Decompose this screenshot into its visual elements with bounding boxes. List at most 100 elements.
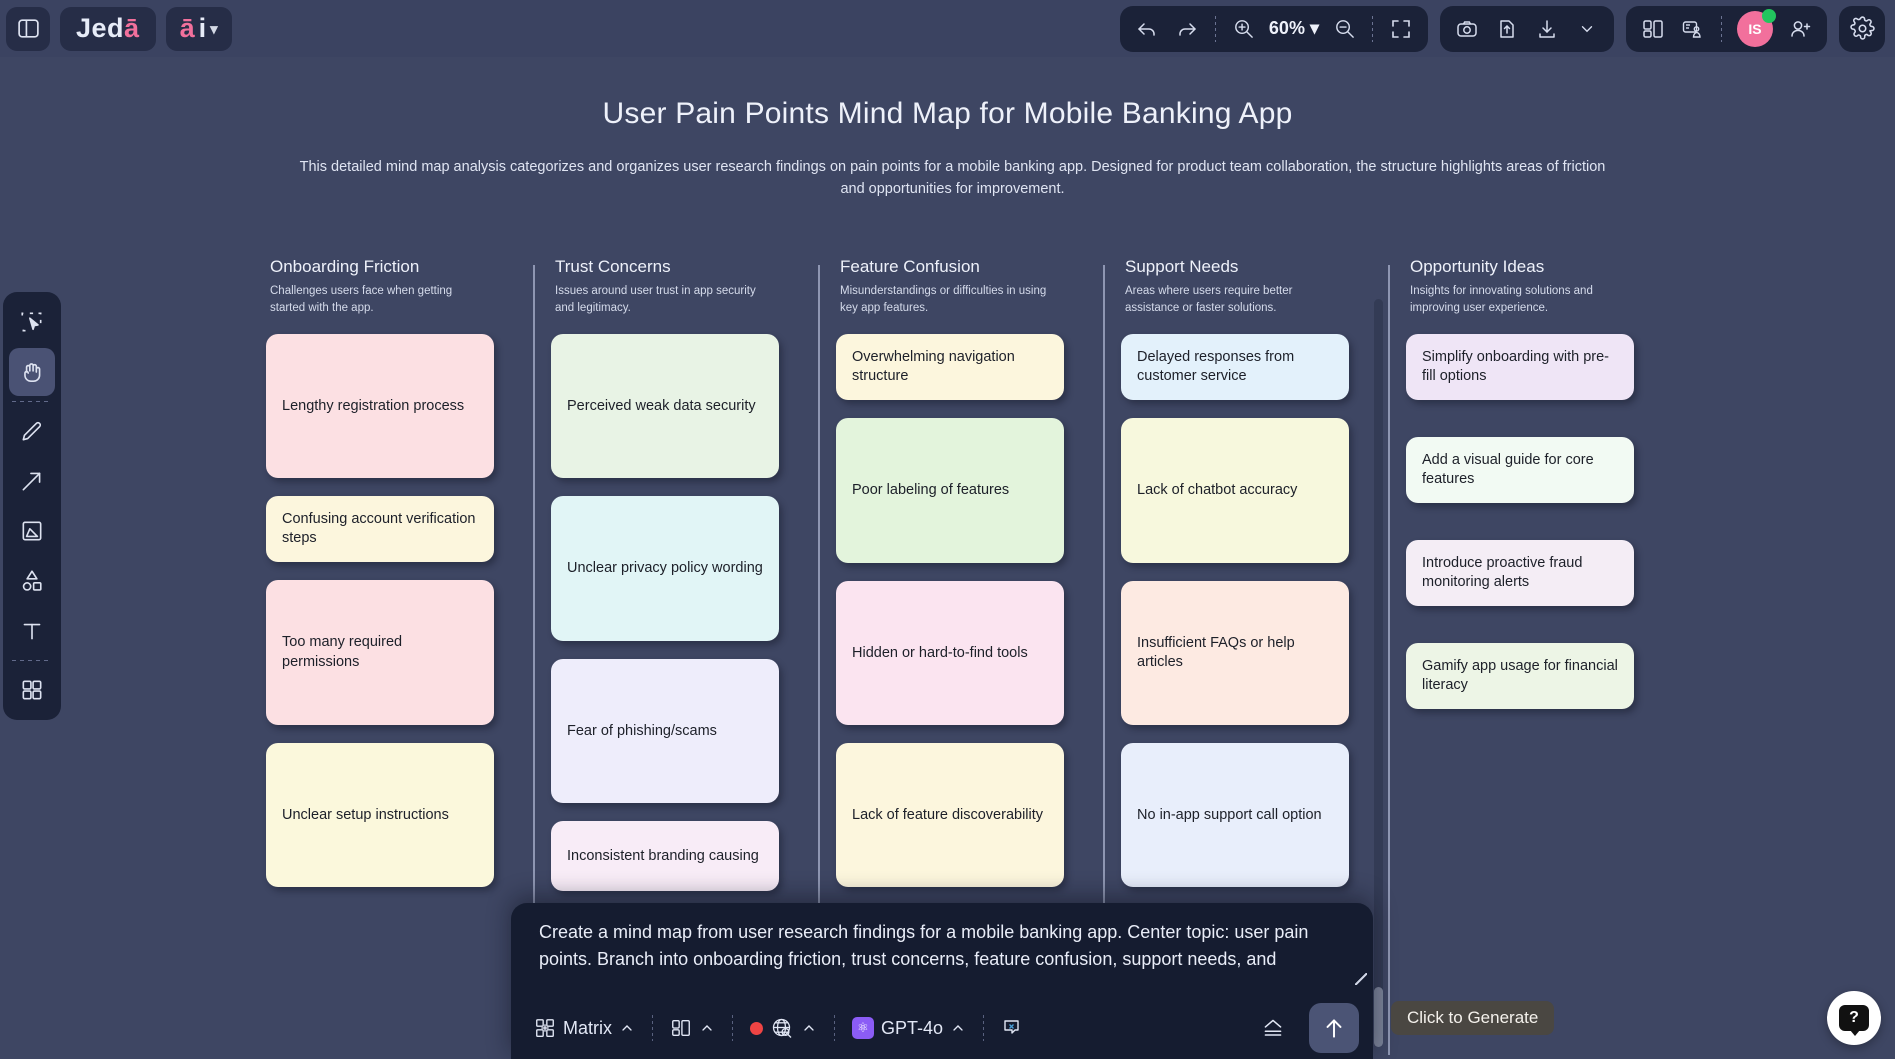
text-tool[interactable] (9, 607, 55, 655)
mindmap-card[interactable]: Lack of chatbot accuracy (1121, 418, 1349, 564)
undo-button[interactable] (1128, 10, 1166, 48)
chevron-down-icon: ▾ (210, 20, 218, 38)
mindmap-card[interactable]: Confusing account verification steps (266, 496, 494, 563)
divider (1721, 15, 1722, 42)
chevron-up-icon (804, 1025, 814, 1031)
column-cards: Simplify onboarding with pre-fill option… (1406, 334, 1691, 710)
prompt-toolbar: Matrix (511, 997, 1373, 1059)
collab-group: IS (1626, 5, 1827, 52)
avatar[interactable]: IS (1731, 8, 1779, 48)
mindmap-card[interactable]: Gamify app usage for financial literacy (1406, 643, 1634, 710)
divider (732, 1015, 733, 1041)
mindmap-card[interactable]: Overwhelming navigation structure (836, 334, 1064, 401)
apps-tool[interactable] (9, 666, 55, 714)
mindmap-card[interactable]: Perceived weak data security (551, 334, 779, 479)
column-divider (1388, 265, 1390, 1055)
resize-handle[interactable] (1355, 973, 1367, 985)
mindmap-card[interactable]: Introduce proactive fraud monitoring ale… (1406, 540, 1634, 607)
column-subtitle: Challenges users face when getting start… (270, 285, 453, 314)
online-status-dot (1762, 8, 1776, 23)
download-icon[interactable] (1528, 10, 1566, 48)
zoom-in-button[interactable] (1225, 10, 1263, 48)
layout-select-button[interactable] (661, 1011, 724, 1045)
avatar-initials: IS (1748, 20, 1762, 37)
mindmap-card[interactable]: Too many required permissions (266, 580, 494, 726)
select-tool[interactable] (9, 298, 55, 346)
chevron-up-icon (953, 1025, 963, 1031)
column-subtitle: Issues around user trust in app security… (555, 285, 756, 314)
chevron-down-icon: ▾ (1309, 18, 1319, 38)
send-button[interactable] (1309, 1003, 1359, 1053)
column-title: Feature Confusion (840, 257, 980, 276)
camera-icon[interactable] (1448, 10, 1486, 48)
mindmap-card[interactable]: Poor labeling of features (836, 418, 1064, 564)
mindmap-card[interactable]: Fear of phishing/scams (551, 659, 779, 804)
mindmap-card[interactable]: Insufficient FAQs or help articles (1121, 581, 1349, 726)
column-title: Support Needs (1125, 257, 1239, 276)
upload-icon[interactable] (1488, 10, 1526, 48)
fit-to-screen-button[interactable] (1382, 10, 1420, 48)
stack-button[interactable] (1251, 1009, 1295, 1047)
present-icon[interactable] (1674, 10, 1712, 48)
mindmap-card[interactable]: Lack of feature discoverability (836, 743, 1064, 888)
image-tool[interactable] (9, 507, 55, 555)
mindmap-card[interactable]: Delayed responses from customer service (1121, 334, 1349, 401)
pencil-tool[interactable] (9, 407, 55, 455)
canvas-scrollbar-track[interactable] (1374, 299, 1383, 1039)
canvas-scrollbar-thumb[interactable] (1374, 987, 1383, 1047)
settings-button[interactable] (1839, 5, 1885, 52)
model-label: GPT-4o (881, 1017, 944, 1038)
chevron-up-icon (702, 1025, 712, 1031)
model-select-button[interactable]: ⚛ GPT-4o (843, 1011, 975, 1045)
web-search-button[interactable] (741, 1010, 826, 1046)
record-dot-icon (750, 1021, 763, 1035)
redo-button[interactable] (1168, 10, 1206, 48)
arrow-tool[interactable] (9, 457, 55, 505)
invite-user-icon[interactable] (1781, 10, 1819, 48)
mindmap-card[interactable]: Simplify onboarding with pre-fill option… (1406, 334, 1634, 401)
mindmap-card[interactable]: Inconsistent branding causing (551, 821, 779, 892)
column-divider (533, 265, 535, 1055)
mindmap-card[interactable]: Unclear setup instructions (266, 743, 494, 888)
ai-accent-char: ā (179, 13, 195, 43)
mindmap-card[interactable]: Add a visual guide for core features (1406, 437, 1634, 504)
brand-text: Jed (76, 13, 125, 43)
help-glyph: ? (1849, 1009, 1859, 1026)
shapes-tool[interactable] (9, 557, 55, 605)
mindmap-card[interactable]: Hidden or hard-to-find tools (836, 581, 1064, 726)
divider (834, 1015, 835, 1041)
prompt-input[interactable]: Create a mind map from user research fin… (539, 922, 1309, 970)
mindmap-card[interactable]: Unclear privacy policy wording (551, 496, 779, 642)
mindmap-card[interactable]: No in-app support call option (1121, 743, 1349, 888)
sidebar-toggle-button[interactable] (6, 6, 50, 51)
page-title: User Pain Points Mind Map for Mobile Ban… (602, 97, 1293, 130)
matrix-label: Matrix (563, 1017, 612, 1038)
help-button[interactable]: ? (1827, 991, 1881, 1045)
clear-chat-button[interactable] (992, 1010, 1034, 1046)
column-subtitle: Areas where users require better assista… (1125, 285, 1293, 314)
help-icon: ? (1839, 1005, 1869, 1036)
chevron-up-icon (622, 1025, 632, 1031)
mindmap-card[interactable]: Lengthy registration process (266, 334, 494, 479)
zoom-level-value: 60% (1268, 18, 1305, 38)
matrix-mode-button[interactable]: Matrix (525, 1011, 644, 1045)
layout-icon[interactable] (1634, 10, 1672, 48)
ai-label: i (198, 13, 207, 43)
divider (652, 1015, 653, 1041)
zoom-out-button[interactable] (1325, 10, 1363, 48)
canvas[interactable]: User Pain Points Mind Map for Mobile Ban… (0, 57, 1895, 1059)
chevron-down-icon[interactable] (1568, 10, 1606, 48)
zoom-level-select[interactable]: 60% ▾ (1265, 18, 1323, 39)
prompt-panel: Create a mind map from user research fin… (511, 903, 1373, 1059)
hand-tool[interactable] (9, 348, 55, 396)
